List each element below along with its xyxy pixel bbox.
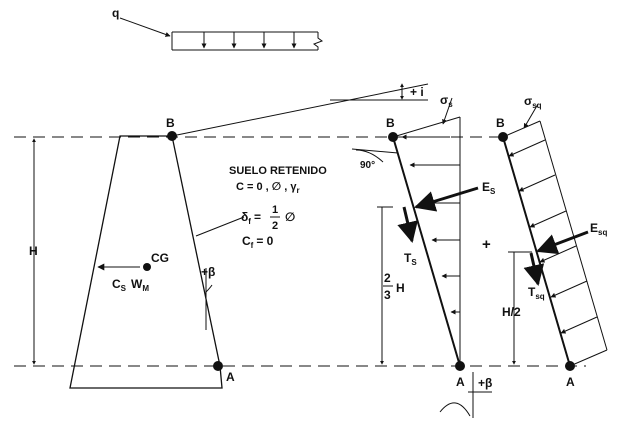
surcharge-load bbox=[119, 17, 324, 51]
ts-force-arrow bbox=[397, 206, 418, 244]
ts-label: T bbox=[404, 251, 412, 265]
center-of-gravity-dot bbox=[143, 263, 151, 271]
wall-beta-label: +β bbox=[201, 265, 215, 279]
svg-text:Cf= 0: Cf= 0 bbox=[242, 234, 274, 250]
esq-force-arrow bbox=[536, 230, 589, 255]
delta-eq: = bbox=[254, 210, 261, 224]
soil-title: SUELO RETENIDO bbox=[229, 165, 327, 177]
base-beta-curve bbox=[439, 402, 471, 417]
cs-label: C bbox=[112, 277, 121, 291]
cf-sub: f bbox=[251, 241, 254, 250]
esq-label: E bbox=[590, 221, 598, 235]
svg-text:δf=: δf= bbox=[241, 210, 261, 226]
right-angle-label: 90° bbox=[360, 160, 375, 171]
point-a-soil bbox=[455, 361, 465, 371]
two-thirds-h: H bbox=[396, 281, 405, 295]
delta-sub: f bbox=[248, 217, 251, 226]
svg-text:σs: σs bbox=[440, 93, 453, 109]
delta-label: δ bbox=[241, 210, 248, 224]
point-b-surcharge-label: B bbox=[496, 116, 505, 130]
esq-sub: sq bbox=[598, 228, 607, 237]
svg-text:ES: ES bbox=[482, 180, 496, 196]
wall-friction-leader bbox=[195, 216, 245, 237]
sigma-s-sub: s bbox=[448, 100, 453, 109]
plus-sign: + bbox=[482, 236, 491, 253]
point-b-wall-label: B bbox=[166, 116, 175, 130]
surcharge-pressure-diagram bbox=[502, 103, 608, 367]
point-a-soil-label: A bbox=[456, 375, 465, 389]
slope-angle-label: + i bbox=[410, 85, 424, 99]
tsq-label: T bbox=[528, 285, 536, 299]
soil-pressure-diagram bbox=[351, 97, 461, 367]
wall-beta-arc bbox=[205, 284, 213, 293]
cg-label: CG bbox=[151, 251, 169, 265]
tsq-sub: sq bbox=[535, 292, 544, 301]
sigma-sq-label: σ bbox=[524, 94, 532, 108]
svg-text:C = 0 , ∅ , γr: C = 0 , ∅ , γr bbox=[236, 181, 300, 195]
backfill-slope-line bbox=[171, 83, 429, 137]
delta-numerator: 1 bbox=[272, 204, 278, 216]
delta-phi: ∅ bbox=[285, 210, 295, 224]
sigma-s-label: σ bbox=[440, 93, 448, 107]
es-label: E bbox=[482, 180, 490, 194]
point-a-wall-label: A bbox=[226, 370, 235, 384]
tsq-force-arrow bbox=[523, 252, 545, 287]
height-label: H bbox=[29, 244, 38, 258]
delta-denominator: 2 bbox=[272, 220, 278, 232]
ts-sub: S bbox=[411, 258, 417, 267]
point-a-wall bbox=[213, 361, 223, 371]
es-sub: S bbox=[490, 187, 496, 196]
soil-params: C = 0 , ∅ , γ bbox=[236, 181, 297, 193]
cf-label: C bbox=[242, 234, 251, 248]
soil-params-sub: r bbox=[296, 186, 299, 195]
q-label: q bbox=[112, 6, 119, 20]
two-thirds-denominator: 3 bbox=[384, 288, 391, 302]
es-force-arrow bbox=[413, 186, 479, 212]
point-b-soil bbox=[388, 132, 398, 142]
point-a-surcharge-label: A bbox=[566, 375, 575, 389]
point-b-soil-label: B bbox=[386, 116, 395, 130]
cf-eq: = 0 bbox=[256, 234, 273, 248]
cs-sub: S bbox=[121, 284, 127, 293]
wm-sub: M bbox=[142, 284, 149, 293]
svg-text:σsq: σsq bbox=[524, 94, 542, 110]
retaining-wall bbox=[69, 135, 223, 389]
svg-text:Tsq: Tsq bbox=[528, 285, 545, 301]
base-beta-label: +β bbox=[478, 376, 492, 390]
point-b-surcharge bbox=[498, 132, 508, 142]
half-height-label: H/2 bbox=[502, 305, 521, 319]
svg-text:TS: TS bbox=[404, 251, 417, 267]
sigma-sq-sub: sq bbox=[532, 101, 541, 110]
point-a-surcharge bbox=[565, 361, 575, 371]
wm-label: W bbox=[131, 277, 143, 291]
svg-text:Esq: Esq bbox=[590, 221, 607, 237]
two-thirds-numerator: 2 bbox=[384, 271, 391, 285]
